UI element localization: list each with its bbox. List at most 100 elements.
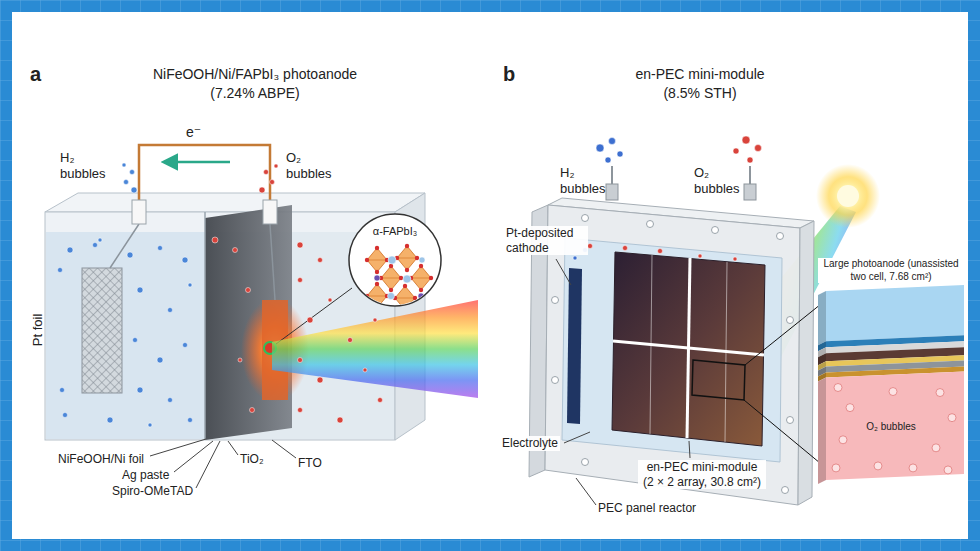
oxygen-bubble: [874, 462, 882, 470]
gas-label: O₂ bubbles: [694, 165, 746, 197]
layer-label: NiFeOOH/Ni foil: [58, 452, 144, 467]
perovskite-lattice: [419, 288, 423, 292]
oxygen-bubbles: [298, 408, 303, 413]
hydrogen-bubbles: [124, 180, 129, 185]
pec-tank: [45, 193, 425, 212]
layer-label: Spiro-OMeTAD: [112, 484, 193, 499]
mini-module: [612, 252, 765, 446]
photoanode: [270, 224, 275, 300]
panel-subtitle: (7.24% ABPE): [155, 85, 355, 102]
panel-letter: b: [503, 62, 515, 86]
gas-label: O₂ bubbles: [286, 150, 338, 182]
leader-lines: [196, 441, 220, 488]
material-layer: [826, 285, 964, 341]
hydrogen-bubbles: [122, 163, 126, 167]
gas-outlets: [744, 184, 756, 200]
oxygen-bubbles: [298, 278, 303, 283]
hydrogen-bubbles: [188, 418, 193, 423]
perovskite-lattice: [397, 246, 417, 270]
pt-cathode: [567, 268, 582, 424]
hydrogen-bubbles: [137, 387, 143, 393]
pt-cathode: [567, 268, 582, 424]
oxygen-bubble: [909, 464, 917, 472]
oxygen-bubbles: [212, 237, 218, 243]
sun: [816, 164, 880, 228]
reactor-bubbles: [588, 136, 762, 261]
oxygen-bubble: [832, 464, 840, 472]
hydrogen-bubbles: [60, 388, 65, 393]
perovskite-lattice: [419, 257, 425, 263]
perovskite-lattice: [429, 276, 433, 280]
oxygen-bubbles: [373, 318, 377, 322]
oxygen-bubbles: [212, 164, 383, 423]
mini-module: [613, 341, 764, 355]
perovskite-lattice: [413, 296, 417, 300]
leader-lines: [174, 441, 213, 472]
panel-title: NiFeOOH/Ni/FAPbI₃ photoanode: [95, 66, 415, 83]
layer-label: TiO₂: [240, 452, 264, 467]
perovskite-lattice: [367, 296, 387, 297]
pec-panel-reactor: [552, 377, 559, 384]
sun: [837, 185, 859, 207]
material-layer-edge: [818, 377, 826, 484]
oxygen-bubble: [948, 414, 956, 422]
part-label: Electrolyte: [500, 436, 560, 451]
oxygen-bubbles: [297, 242, 303, 248]
layer-label: Ag paste: [122, 468, 169, 483]
pt-foil-electrode: [110, 224, 139, 268]
gas-label: O₂ bubbles: [818, 421, 964, 434]
hydrogen-bubbles: [168, 398, 173, 403]
oxygen-bubbles: [298, 358, 303, 363]
oxygen-bubble: [932, 444, 940, 452]
oxygen-bubbles: [233, 248, 238, 253]
hydrogen-bubbles: [158, 246, 163, 251]
electron-label: e⁻: [186, 124, 201, 141]
hydrogen-bubbles: [137, 287, 143, 293]
perovskite-lattice: [411, 266, 431, 290]
oxygen-bubbles: [318, 258, 323, 263]
reactor-bubbles: [623, 246, 628, 251]
leader-lines: [272, 440, 296, 458]
pec-panel-reactor: [552, 297, 559, 304]
part-label: PEC panel reactor: [598, 501, 696, 516]
pt-foil-electrode: [82, 268, 122, 393]
perovskite-lattice: [389, 264, 393, 268]
pec-panel-reactor: [552, 215, 794, 494]
hydrogen-bubbles: [63, 413, 68, 418]
perovskite-lattice: [399, 276, 403, 280]
oxygen-bubbles: [250, 408, 255, 413]
structure-label: α-FAPbI₃: [347, 225, 443, 239]
sun: [816, 164, 880, 228]
oxygen-bubbles: [337, 417, 343, 423]
reactor-bubbles: [747, 157, 753, 163]
oxygen-bubbles: [348, 338, 353, 343]
perovskite-lattice: [367, 248, 387, 272]
hydrogen-bubbles: [183, 343, 188, 348]
hydrogen-bubbles: [67, 247, 73, 253]
leader-lines: [556, 259, 571, 285]
perovskite-lattice: [405, 268, 409, 272]
part-label: en-PEC mini-module (2 × 2 array, 30.8 cm…: [638, 460, 766, 489]
oxygen-bubbles: [307, 317, 313, 323]
perovskite-lattice: [403, 275, 411, 283]
oxygen-bubbles: [238, 358, 242, 362]
pec-panel-reactor: [712, 227, 719, 234]
zoom-leader-lines: [745, 300, 826, 365]
oxygen-bubbles: [270, 180, 275, 185]
perovskite-lattice: [375, 246, 379, 250]
oxygen-bubble: [889, 388, 897, 396]
mini-module: [725, 262, 727, 442]
perovskite-lattice: [375, 282, 379, 286]
oxygen-bubble: [839, 436, 847, 444]
leader-lines: [689, 441, 690, 458]
part-label: Pt-deposited cathode: [504, 226, 588, 255]
oxygen-bubble: [944, 466, 952, 474]
leader-lines: [576, 478, 596, 505]
reactor-bubbles: [742, 136, 750, 144]
photoanode-cross-section-inset: Large photoanode (unassisted two cell, 7…: [818, 258, 964, 480]
hydrogen-bubbles: [130, 170, 135, 175]
hydrogen-bubbles: [157, 357, 163, 363]
